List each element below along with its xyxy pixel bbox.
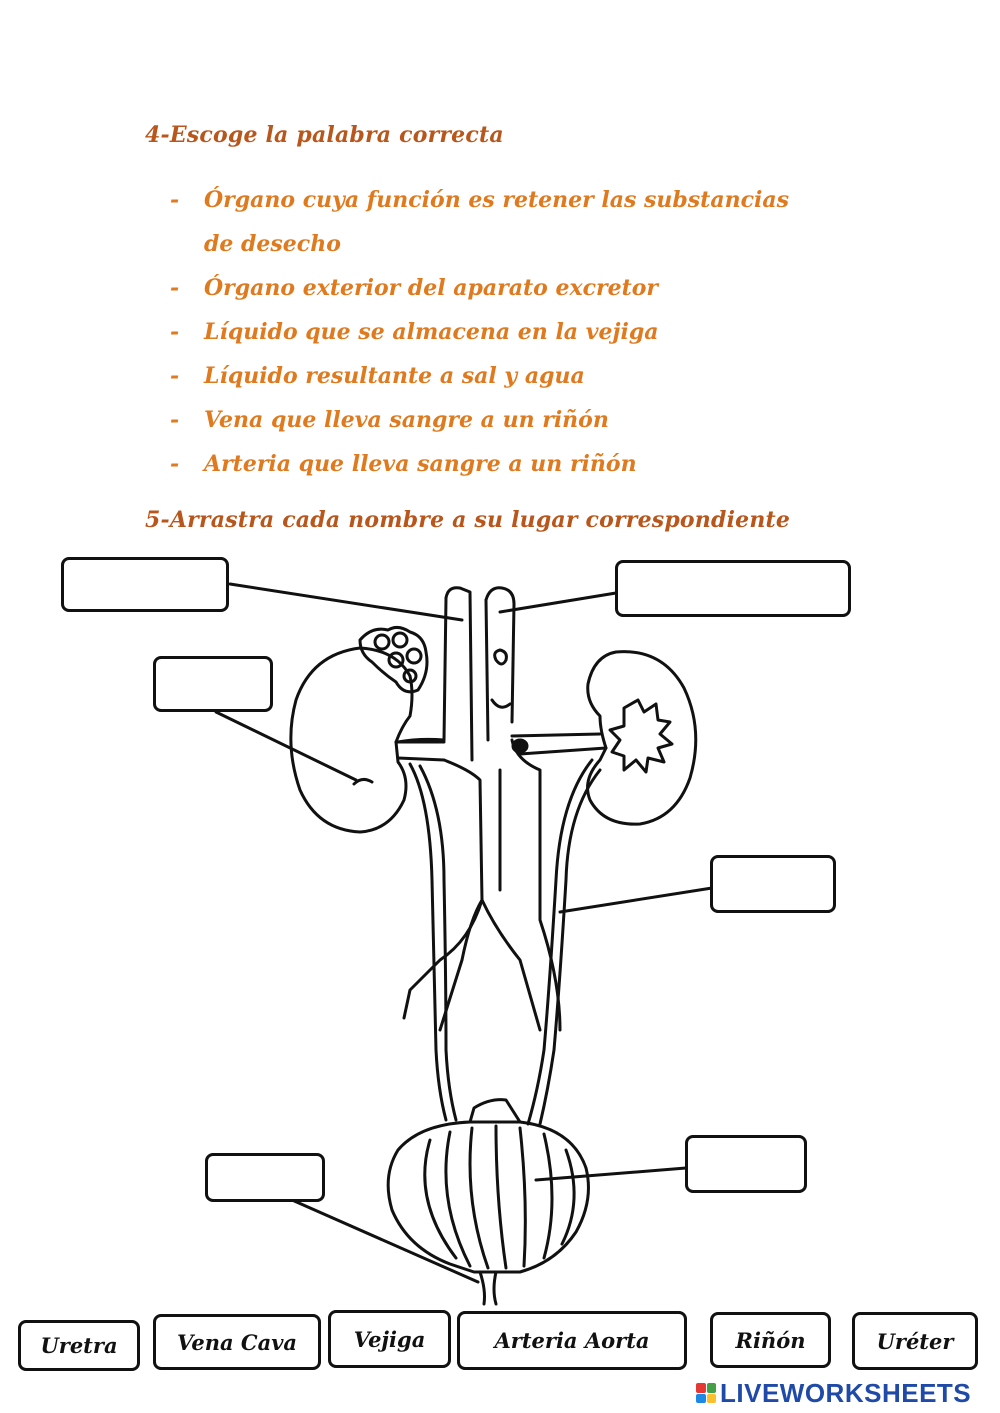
question-text: Arteria que lleva sangre a un riñón bbox=[204, 451, 637, 477]
word-chip-arteria-aorta[interactable]: Arteria Aorta bbox=[457, 1311, 687, 1370]
list-dash: - bbox=[170, 319, 180, 345]
renal-artery bbox=[510, 732, 602, 738]
list-dash: - bbox=[170, 451, 180, 477]
brand-mark-square bbox=[696, 1393, 706, 1403]
question-list: - Órgano cuya función es retener las sub… bbox=[170, 178, 810, 486]
liveworksheets-mark-icon bbox=[696, 1383, 716, 1403]
leader-line bbox=[290, 1198, 480, 1284]
left-ureter bbox=[408, 762, 458, 1122]
leader-line bbox=[558, 886, 714, 914]
leader-line bbox=[228, 582, 464, 622]
liveworksheets-logo: LIVEWORKSHEETS bbox=[696, 1378, 971, 1408]
leader-line bbox=[498, 591, 618, 614]
question-item: - Vena que lleva sangre a un riñón bbox=[170, 398, 810, 442]
word-chip-vejiga[interactable]: Vejiga bbox=[328, 1310, 451, 1368]
bladder bbox=[386, 1098, 590, 1274]
right-ureter bbox=[526, 758, 602, 1126]
question-text: Vena que lleva sangre a un riñón bbox=[204, 407, 609, 433]
aorta bbox=[484, 586, 516, 742]
drop-box-aorta[interactable] bbox=[615, 560, 851, 617]
word-chip-uretra[interactable]: Uretra bbox=[18, 1320, 140, 1371]
renal-vein bbox=[396, 756, 446, 762]
question-text: Líquido resultante a sal y agua bbox=[204, 363, 585, 389]
question-item: - Líquido resultante a sal y agua bbox=[170, 354, 810, 398]
brand-text: LIVEWORKSHEETS bbox=[720, 1377, 972, 1408]
question-item: - Órgano exterior del aparato excretor bbox=[170, 266, 810, 310]
question-item: - Arteria que lleva sangre a un riñón bbox=[170, 442, 810, 486]
brand-mark-square bbox=[706, 1383, 716, 1393]
list-dash: - bbox=[170, 363, 180, 389]
brand-mark-square bbox=[706, 1393, 716, 1403]
list-dash: - bbox=[170, 275, 180, 301]
section-5-heading: 5-Arrastra cada nombre a su lugar corres… bbox=[145, 507, 791, 533]
left-kidney bbox=[289, 646, 414, 834]
list-dash: - bbox=[170, 407, 180, 433]
question-text: Órgano exterior del aparato excretor bbox=[204, 275, 659, 301]
leader-line bbox=[534, 1166, 688, 1182]
right-kidney bbox=[586, 650, 698, 826]
word-chip-ureter[interactable]: Uréter bbox=[852, 1312, 978, 1370]
renal-artery bbox=[518, 746, 608, 756]
word-chip-rinon[interactable]: Riñón bbox=[710, 1312, 831, 1368]
question-item: - Líquido que se almacena en la vejiga bbox=[170, 310, 810, 354]
drop-box-kidney[interactable] bbox=[153, 656, 273, 712]
urethra bbox=[478, 1270, 498, 1306]
list-dash: - bbox=[170, 187, 180, 213]
brand-mark-square bbox=[696, 1383, 706, 1393]
drop-box-ureter[interactable] bbox=[710, 855, 836, 913]
question-text: Órgano cuya función es retener las subst… bbox=[204, 187, 789, 257]
drop-box-urethra[interactable] bbox=[205, 1153, 325, 1202]
section-4-heading: 4-Escoge la palabra correcta bbox=[145, 122, 504, 148]
question-text: Líquido que se almacena en la vejiga bbox=[204, 319, 659, 345]
left-adrenal-gland bbox=[358, 625, 429, 694]
question-item: - Órgano cuya función es retener las sub… bbox=[170, 178, 810, 266]
word-chip-vena-cava[interactable]: Vena Cava bbox=[153, 1314, 321, 1370]
drop-box-vena-cava[interactable] bbox=[61, 557, 229, 612]
drop-box-bladder[interactable] bbox=[685, 1135, 807, 1193]
leader-line bbox=[214, 710, 358, 782]
